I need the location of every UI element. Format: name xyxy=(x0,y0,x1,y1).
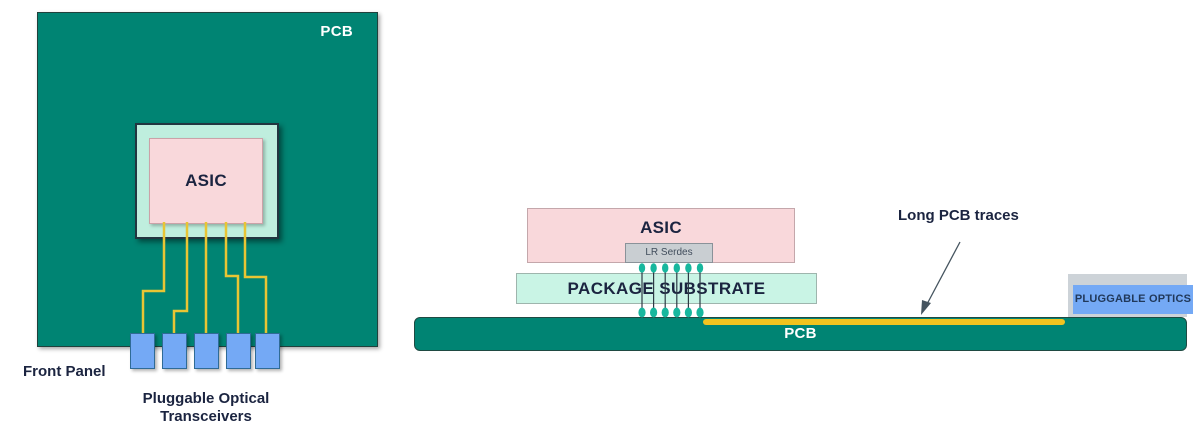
pcb-trace xyxy=(243,222,268,334)
lr-serdes-label: LR Serdes xyxy=(645,247,693,258)
optical-transceiver xyxy=(162,333,187,369)
pcb-trace xyxy=(141,222,166,334)
pcb-label: PCB xyxy=(320,23,353,40)
optical-transceiver xyxy=(194,333,219,369)
lr-serdes-block: LR Serdes xyxy=(625,243,713,263)
solder-bumps xyxy=(638,263,704,318)
connector-vias xyxy=(641,265,701,316)
asic-label: ASIC xyxy=(640,218,682,237)
pluggable-optics-module: PLUGGABLE OPTICS xyxy=(1073,285,1193,314)
long-pcb-trace xyxy=(703,319,1065,325)
transceivers-label: Pluggable Optical Transceivers xyxy=(142,390,270,426)
optical-transceiver xyxy=(130,333,155,369)
optical-transceiver xyxy=(255,333,280,369)
asic-die: ASIC xyxy=(149,138,263,224)
asic-label: ASIC xyxy=(185,171,227,190)
package-substrate-label: PACKAGE SUBSTRATE xyxy=(567,279,766,298)
long-pcb-traces-label: Long PCB traces xyxy=(898,207,1019,224)
pcb-trace xyxy=(172,222,189,334)
package-substrate: PACKAGE SUBSTRATE xyxy=(516,273,817,304)
pcb-trace xyxy=(224,222,240,334)
pcb-label: PCB xyxy=(784,325,817,342)
optical-transceiver xyxy=(226,333,251,369)
pluggable-optics-label: PLUGGABLE OPTICS xyxy=(1074,293,1192,305)
annotation-arrow xyxy=(921,241,961,315)
serdes-traces-layer xyxy=(141,222,268,334)
front-panel-label: Front Panel xyxy=(23,363,106,380)
